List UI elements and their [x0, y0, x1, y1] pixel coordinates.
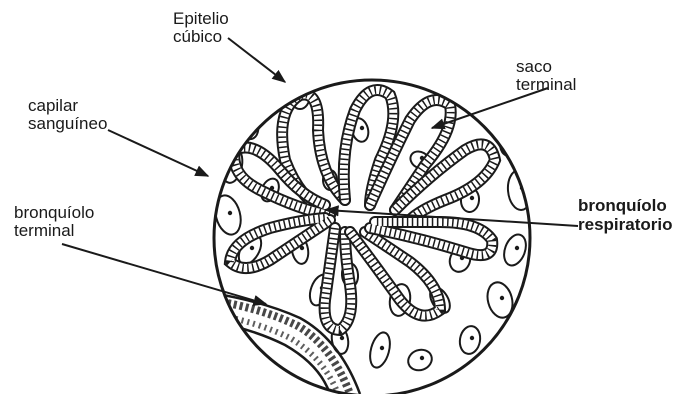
label-epitelio-cubico: Epitelio cúbico [173, 10, 229, 46]
capillary-nucleus [470, 336, 474, 340]
capillary-shape [226, 93, 264, 143]
label-saco-line1: saco [516, 58, 576, 76]
label-bronquiolo-respiratorio-line1: bronquíolo [578, 196, 672, 215]
label-saco-terminal: saco terminal [516, 58, 576, 94]
arrow-epitelio [228, 38, 285, 82]
capillary-shape [497, 123, 522, 158]
capillary-nucleus [380, 58, 384, 62]
capillary-nucleus [500, 296, 504, 300]
label-bronquiolo-respiratorio: bronquíolo respiratorio [578, 196, 672, 234]
capillary-nucleus [420, 356, 424, 360]
capillary-nucleus [470, 196, 474, 200]
arrow-capilar [108, 130, 208, 176]
capillary-shape [405, 346, 434, 373]
label-capilar-line2: sanguíneo [28, 115, 107, 133]
label-epitelio-line2: cúbico [173, 28, 229, 46]
capillary-shape [367, 52, 393, 72]
capillary-nucleus [430, 66, 434, 70]
capillary-nucleus [515, 246, 519, 250]
capillary-nucleus [330, 66, 334, 70]
label-bronquiolo-respiratorio-line2: respiratorio [578, 215, 672, 234]
capillary-shape [500, 232, 530, 269]
capillary-nucleus [360, 126, 364, 130]
capillary-shape [367, 330, 394, 369]
label-bronquiolo-terminal-line2: terminal [14, 222, 94, 240]
capillary-shape [313, 56, 346, 84]
capillary-shape [417, 54, 444, 86]
capillary-nucleus [510, 136, 514, 140]
capillary-nucleus [245, 114, 249, 118]
capillary-nucleus [340, 336, 344, 340]
label-epitelio-line1: Epitelio [173, 10, 229, 28]
capillary-nucleus [228, 211, 232, 215]
label-bronquiolo-terminal: bronquíolo terminal [14, 204, 94, 240]
capillary-nucleus [480, 91, 484, 95]
label-bronquiolo-terminal-line1: bronquíolo [14, 204, 94, 222]
terminal-bronchiole-tube [205, 292, 360, 394]
capillary-shape [458, 324, 483, 355]
capillary-nucleus [250, 246, 254, 250]
label-capilar-line1: capilar [28, 97, 107, 115]
capillary-nucleus [380, 346, 384, 350]
label-capilar-sanguineo: capilar sanguíneo [28, 97, 107, 133]
capillary-shape [506, 169, 533, 211]
label-saco-line2: terminal [516, 76, 576, 94]
